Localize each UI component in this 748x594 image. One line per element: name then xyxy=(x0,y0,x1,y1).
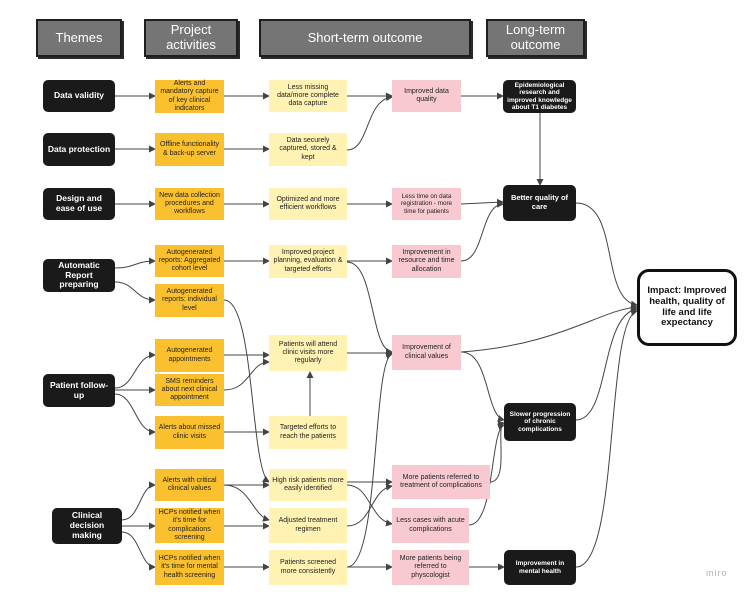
longterm-epidemiological-research: Epidemiological research and improved kn… xyxy=(503,80,576,113)
connector-arrow xyxy=(460,198,504,206)
theme-automatic-report: Automatic Report preparing xyxy=(43,259,115,292)
theme-clinical-decision-making: Clinical decision making xyxy=(52,508,122,544)
activity-offline-backup: Offline functionality & back-up server xyxy=(155,133,224,166)
longterm-better-quality-of-care: Better quality of care xyxy=(503,185,576,221)
connector-arrow xyxy=(223,299,270,483)
activity-new-procedures: New data collection procedures and workf… xyxy=(155,188,224,220)
outcome-adjusted-treatment: Adjusted treatment regimen xyxy=(269,508,347,543)
activity-alerts-mandatory: Alerts and mandatory capture of key clin… xyxy=(155,80,224,113)
longterm-improved-mental-health: Improvement in mental health xyxy=(504,550,576,585)
outcome-regular-attendance: Patients will attend clinic visits more … xyxy=(269,335,347,371)
longterm-slower-progression: Slower progression of chronic complicati… xyxy=(504,403,576,441)
outcome-clinical-values: Improvement of clinical values xyxy=(392,335,461,370)
activity-sms-reminders: SMS reminders about next clinical appoin… xyxy=(155,374,224,406)
outcome-improved-planning: Improved project planning, evaluation & … xyxy=(269,245,347,278)
connector-arrow xyxy=(223,484,270,522)
outcome-improved-data-quality: Improved data quality xyxy=(392,80,461,112)
activity-report-cohort: Autogenerated reports: Aggregated cohort… xyxy=(155,245,224,277)
connector-arrow xyxy=(468,423,505,526)
connector-arrow xyxy=(114,281,156,304)
connector-arrow xyxy=(460,304,638,353)
connector-arrow xyxy=(346,352,393,568)
theme-data-validity: Data validity xyxy=(43,80,115,112)
outcome-less-missing-data: Less missing data/more complete data cap… xyxy=(269,80,347,112)
header-long-term-outcome: Long-term outcome xyxy=(486,19,585,57)
connector-arrow xyxy=(121,481,156,521)
connector-arrow xyxy=(121,531,156,571)
miro-watermark: miro xyxy=(706,568,728,578)
connector-arrow xyxy=(346,261,393,355)
connector-arrow xyxy=(575,309,638,568)
connector-arrow xyxy=(223,358,270,391)
connector-arrow xyxy=(460,351,505,422)
activity-critical-values: Alerts with critical clinical values xyxy=(155,469,224,501)
activity-report-individual: Autogenerated reports: individual level xyxy=(155,284,224,317)
outcome-referred-psychologist: More patients being referred to physcolo… xyxy=(392,550,469,585)
connector-arrow xyxy=(114,351,156,389)
theme-design-ease-of-use: Design and ease of use xyxy=(43,188,115,220)
connector-arrow xyxy=(114,393,156,436)
connector-arrow xyxy=(346,483,393,527)
activity-hcp-complications: HCPs notified when it's time for complic… xyxy=(155,508,224,543)
connector-arrow xyxy=(489,420,505,483)
connector-arrow xyxy=(575,202,638,308)
connector-arrow xyxy=(460,200,504,262)
header-project-activities: Project activities xyxy=(144,19,238,57)
outcome-less-time-registration: Less time on data registration - more ti… xyxy=(392,188,461,220)
connector-arrow xyxy=(346,94,393,151)
outcome-data-secure: Data securely captured, stored & kept xyxy=(269,133,347,166)
activity-auto-appointments: Autogenerated appointments xyxy=(155,339,224,372)
outcome-resource-allocation: Improvement in resource and time allocat… xyxy=(392,245,461,278)
outcome-more-referred-complications: More patients referred to treatment of c… xyxy=(392,465,490,499)
connector-arrow xyxy=(575,306,638,421)
activity-missed-visits: Alerts about missed clinic visits xyxy=(155,416,224,449)
outcome-less-acute-complications: Less cases with acute complications xyxy=(392,508,469,543)
header-short-term-outcome: Short-term outcome xyxy=(259,19,471,57)
theme-patient-follow-up: Patient follow-up xyxy=(43,374,115,407)
outcome-high-risk-identified: High risk patients more easily identifie… xyxy=(269,469,347,501)
header-themes: Themes xyxy=(36,19,122,57)
connector-arrow xyxy=(114,257,156,269)
outcome-consistent-screening: Patients screened more consistently xyxy=(269,550,347,585)
outcome-targeted-efforts: Targeted efforts to reach the patients xyxy=(269,416,347,449)
activity-hcp-mental-health: HCPs notified when it's time for mental … xyxy=(155,550,224,585)
outcome-optimized-workflows: Optimized and more efficient workflows xyxy=(269,188,347,220)
theme-data-protection: Data protection xyxy=(43,133,115,166)
impact-box: Impact: Improved health, quality of life… xyxy=(637,269,737,346)
